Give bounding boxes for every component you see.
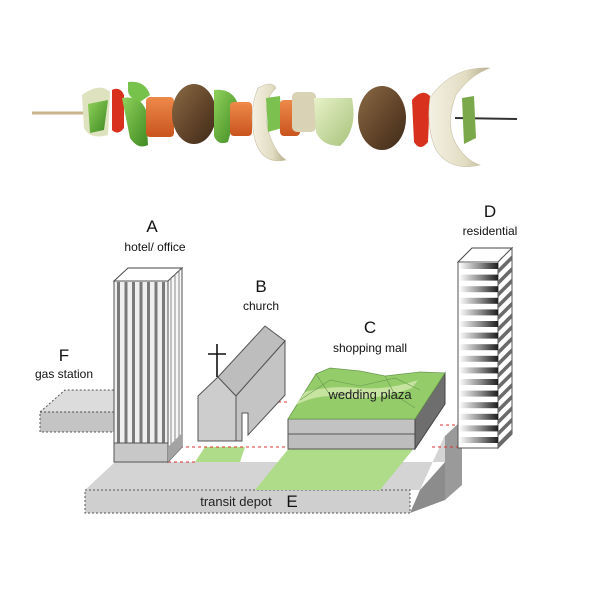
tower-d-side-band [498, 266, 512, 286]
label-e-text: transit depot [200, 494, 272, 509]
tower-d-side-band [498, 417, 512, 437]
tower-d-side-band [498, 313, 512, 332]
label-a-letter: A [146, 217, 158, 236]
tower-d-side-band [498, 324, 512, 344]
tower-d-side-band [498, 289, 512, 309]
building-f-gas-station [38, 389, 121, 433]
label-f-letter: F [59, 346, 69, 365]
tower-d-side-band [498, 371, 512, 390]
skewer-green-pepper [88, 100, 108, 133]
skewer-green-pepper [462, 96, 476, 144]
vegetable-skewer-image [32, 67, 518, 167]
skewer-onion [251, 83, 287, 162]
tower-a-fin [139, 282, 143, 443]
tower-d-floor-band [459, 367, 498, 374]
skewer-green-pepper [266, 96, 282, 132]
tower-d-floor-band [459, 437, 498, 443]
skewer-green-pepper [128, 81, 150, 102]
tower-d-floor-band [459, 309, 498, 316]
label-b-text: church [243, 299, 279, 313]
label-d-text: residential [463, 224, 518, 238]
label-a: A hotel/ office [124, 217, 185, 254]
building-b-church [197, 325, 286, 442]
tower-d-side-band [498, 382, 512, 402]
skewer-green-pepper [122, 97, 148, 147]
tower-d-side-band [498, 429, 512, 448]
tower-d-side-band [498, 394, 512, 414]
tower-d-floor-band [459, 402, 498, 409]
label-f: F gas station [35, 346, 93, 381]
tower-d-side-band [498, 347, 512, 367]
building-e-transit-depot [84, 420, 462, 514]
tower-d-floor-band [459, 297, 498, 304]
tower-d-floor-band [459, 379, 498, 385]
label-e: transit depot E [200, 492, 297, 511]
tower-d-side-band [498, 278, 512, 298]
label-e-letter: E [286, 492, 297, 511]
label-f-text: gas station [35, 367, 93, 381]
tower-d-side-band [498, 405, 512, 425]
label-c: C shopping mall [333, 318, 407, 355]
tower-a-fin [162, 282, 165, 443]
label-c-text: shopping mall [333, 341, 407, 355]
tower-a-fin [132, 282, 135, 443]
skewer-zucchini [314, 98, 354, 146]
label-b-letter: B [255, 277, 266, 296]
tower-a-fin [147, 282, 150, 443]
building-c-shopping-mall [287, 367, 446, 451]
tower-d-floor-band [459, 332, 498, 339]
tower-d-floor-band [459, 413, 498, 420]
skewer-red-pepper [112, 88, 124, 133]
label-b: B church [243, 277, 279, 313]
tower-d-floor-band [459, 344, 498, 351]
tower-d-floor-band [459, 274, 498, 281]
tower-d-floor-band [459, 263, 498, 269]
cross-icon [208, 344, 226, 377]
wedding-plaza-label: wedding plaza [327, 387, 412, 402]
label-c-letter: C [364, 318, 376, 337]
tower-d-floor-band [459, 425, 498, 432]
tower-d-side-band [498, 336, 512, 356]
skewer-onion [428, 67, 491, 167]
tower-d-floor-band [459, 390, 498, 397]
ground-green-area-church [195, 447, 245, 462]
tower-d-floor-band [459, 286, 498, 293]
label-a-text: hotel/ office [124, 240, 185, 254]
skewer-carrot [146, 97, 174, 137]
tower-d-side-band [498, 359, 512, 379]
tower-d-floor-band [459, 321, 498, 327]
tower-a-fin [124, 282, 128, 443]
skewer-red-pepper [412, 92, 430, 147]
tower-d-side-band [498, 301, 512, 321]
tower-d-side-band [498, 255, 512, 274]
skewer-potato [292, 92, 316, 132]
skewer-carrot [230, 102, 252, 136]
tower-a-fin [154, 282, 158, 443]
tower-d-floor-band [459, 355, 498, 362]
building-d-residential [456, 246, 514, 450]
skewer-mushroom [172, 84, 216, 144]
ground-green-area [255, 447, 415, 490]
label-d-letter: D [484, 202, 496, 221]
label-d: D residential [463, 202, 518, 238]
building-a-hotel-office [112, 266, 184, 464]
skewer-mushroom [358, 86, 406, 150]
tower-a-fin [117, 282, 120, 443]
